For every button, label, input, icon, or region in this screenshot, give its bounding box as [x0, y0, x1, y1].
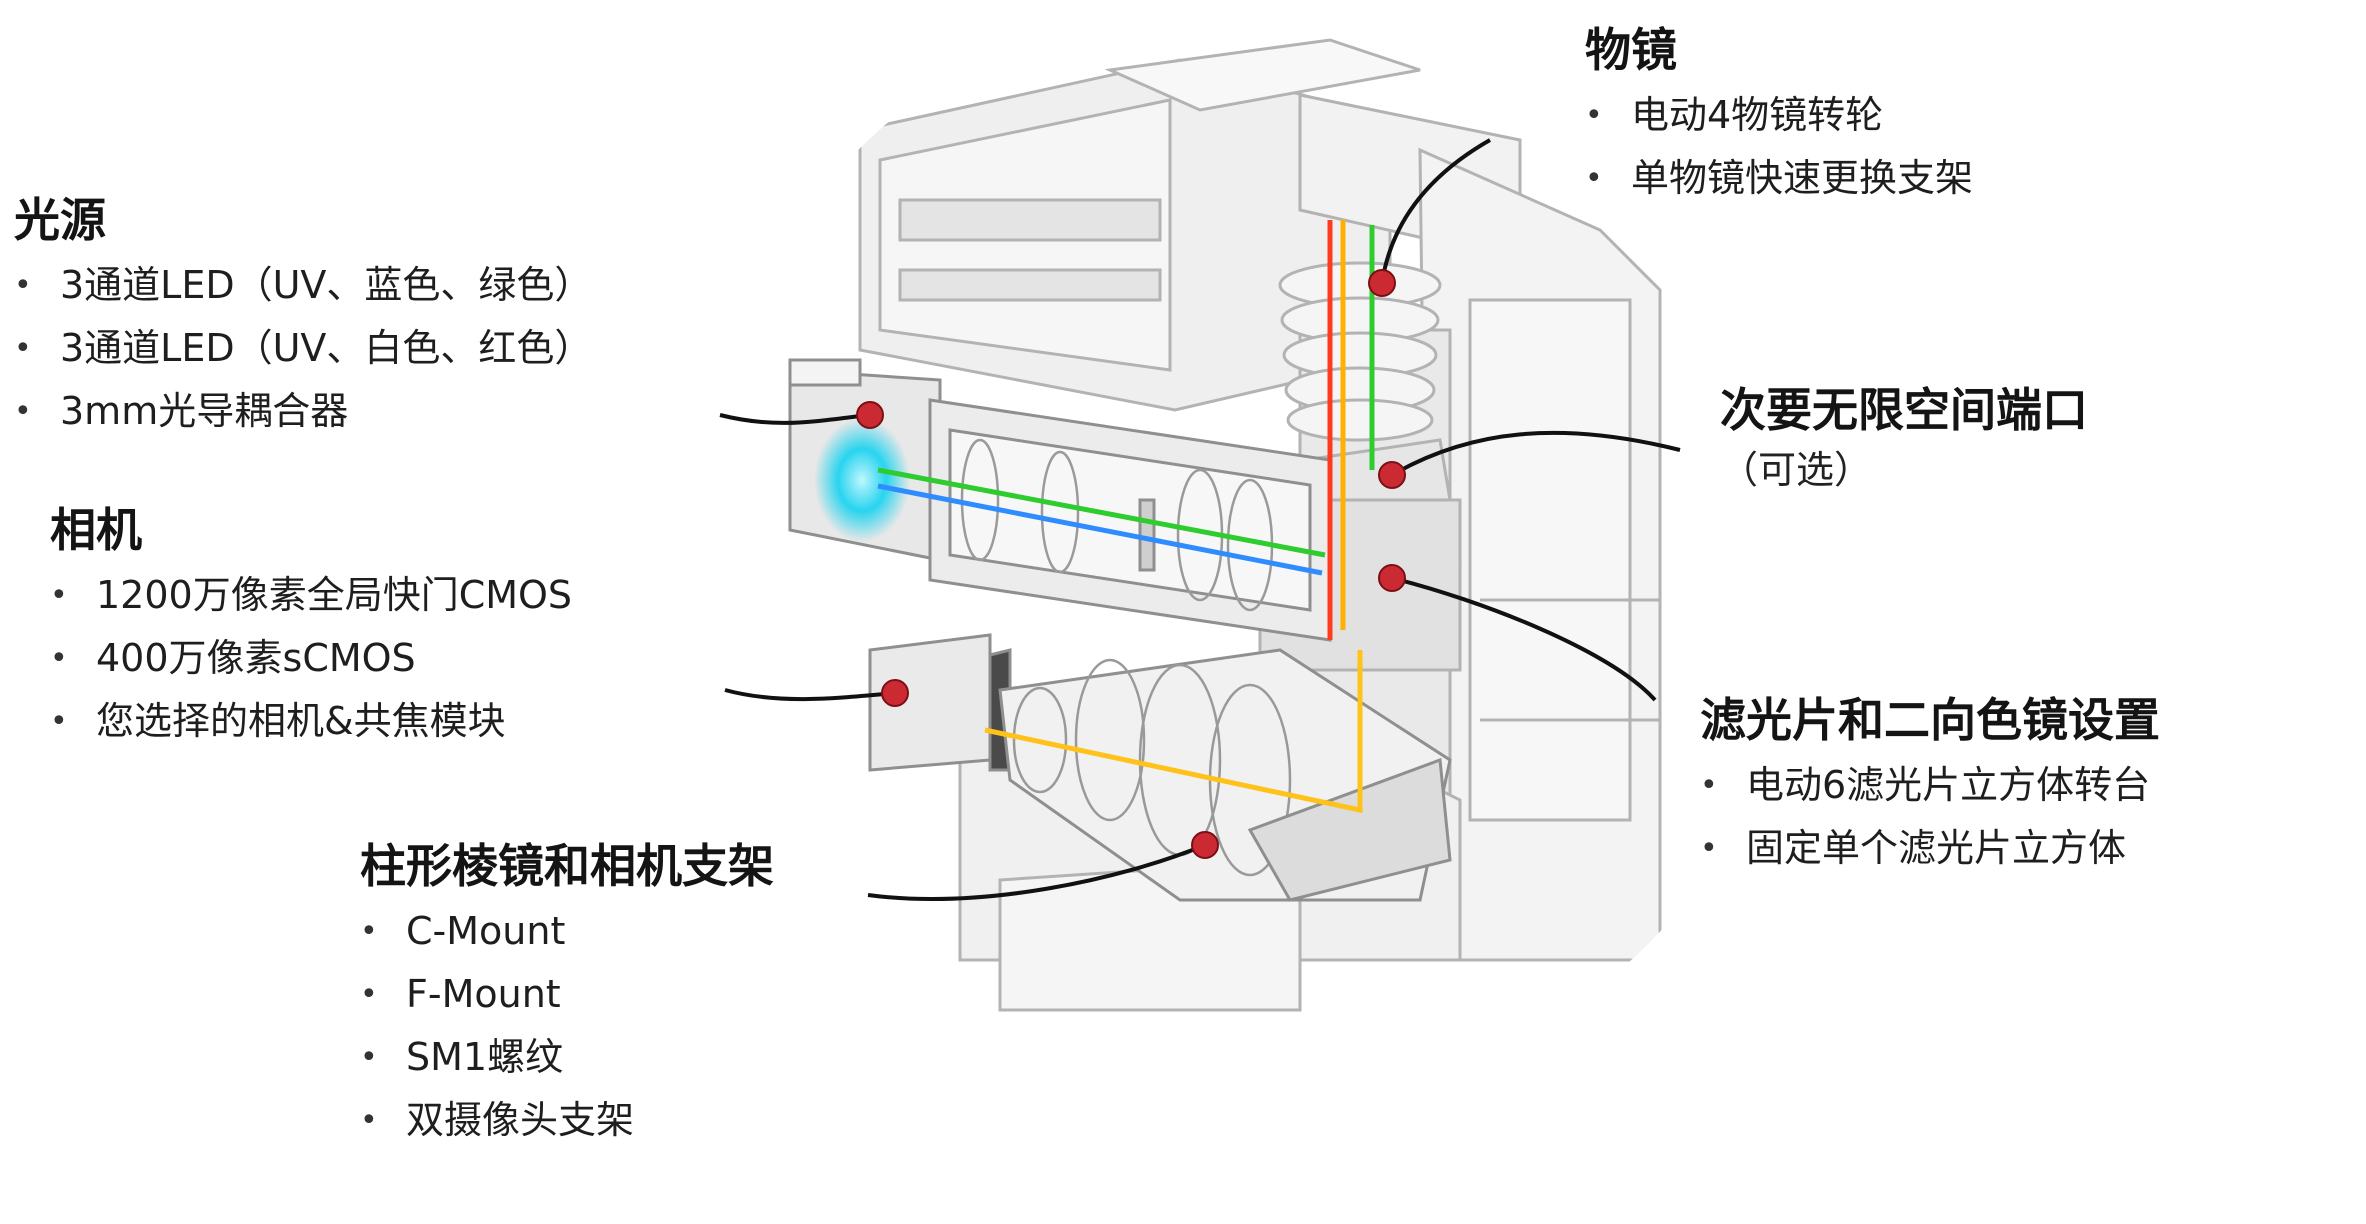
camera-callout: 相机 1200万像素全局快门CMOS 400万像素sCMOS 您选择的相机&共焦… [50, 500, 572, 753]
light-source-callout: 光源 3通道LED（UV、蓝色、绿色） 3通道LED（UV、白色、红色） 3mm… [14, 190, 592, 443]
camera-arm [868, 633, 1452, 902]
objective-title: 物镜 [1585, 23, 1677, 77]
marker-filter [1378, 564, 1406, 592]
objective-list: 电动4物镜转轮 单物镜快速更换支架 [1585, 84, 1973, 210]
list-item: 您选择的相机&共焦模块 [50, 690, 572, 753]
camera-title: 相机 [50, 503, 142, 557]
filter-callout: 滤光片和二向色镜设置 电动6滤光片立方体转台 固定单个滤光片立方体 [1700, 690, 2160, 880]
objective-callout: 物镜 电动4物镜转轮 单物镜快速更换支架 [1585, 20, 1973, 210]
list-item: 1200万像素全局快门CMOS [50, 564, 572, 627]
light-path-vertical [1327, 220, 1375, 640]
led-glow [814, 418, 910, 542]
marker-prism [1191, 831, 1219, 859]
marker-light-source [856, 401, 884, 429]
list-item: 单物镜快速更换支架 [1585, 147, 1973, 210]
list-item: C-Mount [360, 900, 774, 963]
callout-markers [856, 269, 1406, 859]
light-source-list: 3通道LED（UV、蓝色、绿色） 3通道LED（UV、白色、红色） 3mm光导耦… [14, 254, 592, 443]
secondary-port-subtitle: （可选） [1720, 448, 1873, 492]
list-item: 电动4物镜转轮 [1585, 84, 1973, 147]
list-item: 固定单个滤光片立方体 [1700, 817, 2160, 880]
marker-objective [1368, 269, 1396, 297]
prism-callout: 柱形棱镜和相机支架 C-Mount F-Mount SM1螺纹 双摄像头支架 [360, 836, 774, 1152]
list-item: 3通道LED（UV、蓝色、绿色） [14, 254, 592, 317]
secondary-port-title: 次要无限空间端口 [1720, 383, 2088, 437]
light-path-excitation [877, 467, 1326, 576]
list-item: 400万像素sCMOS [50, 627, 572, 690]
light-source-title: 光源 [14, 193, 106, 247]
prism-list: C-Mount F-Mount SM1螺纹 双摄像头支架 [360, 900, 774, 1152]
list-item: 双摄像头支架 [360, 1089, 774, 1152]
prism-title: 柱形棱镜和相机支架 [360, 839, 774, 893]
marker-camera [881, 679, 909, 707]
callout-leaders [719, 138, 1681, 901]
camera-list: 1200万像素全局快门CMOS 400万像素sCMOS 您选择的相机&共焦模块 [50, 564, 572, 753]
list-item: 3mm光导耦合器 [14, 380, 592, 443]
light-path-emission [984, 650, 1363, 814]
list-item: SM1螺纹 [360, 1026, 774, 1089]
list-item: F-Mount [360, 963, 774, 1026]
filter-list: 电动6滤光片立方体转台 固定单个滤光片立方体 [1700, 754, 2160, 880]
list-item: 电动6滤光片立方体转台 [1700, 754, 2160, 817]
filter-title: 滤光片和二向色镜设置 [1700, 693, 2160, 747]
secondary-port-callout: 次要无限空间端口 （可选） [1720, 380, 2088, 496]
list-item: 3通道LED（UV、白色、红色） [14, 317, 592, 380]
marker-secondary-port [1378, 461, 1406, 489]
